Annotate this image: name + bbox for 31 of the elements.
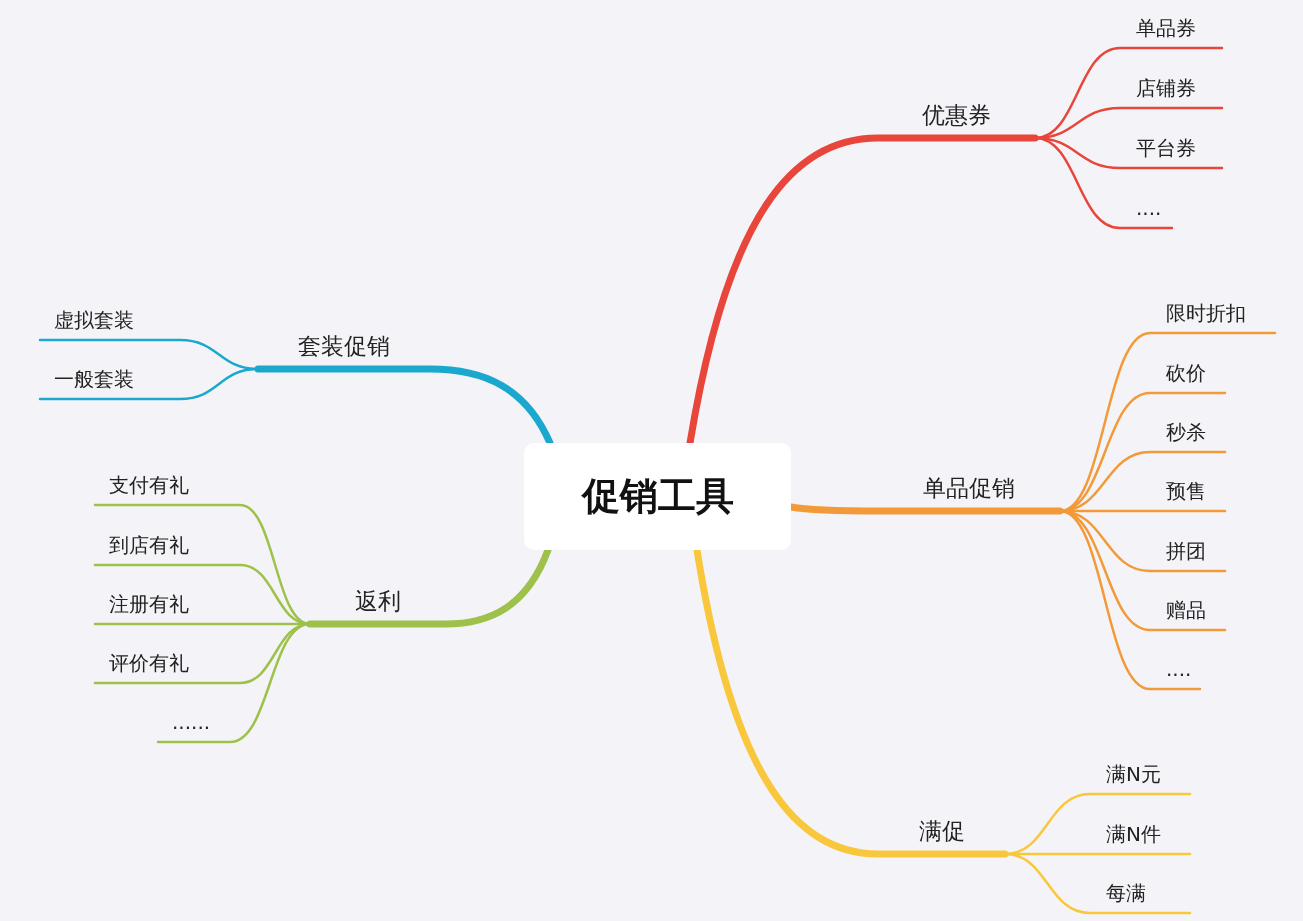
subtopic-label: 店铺券 [1120,68,1222,108]
subtopic-label: 评价有礼 [95,643,240,683]
subtopic-label: 一般套装 [40,359,180,399]
subtopic-label: 到店有礼 [95,525,240,565]
subtopic-label: 注册有礼 [95,584,240,624]
subtopic-label: 秒杀 [1150,412,1225,452]
subtopic-label: 拼团 [1150,531,1225,571]
subtopic-label: 赠品 [1150,590,1225,630]
subtopic-label: 预售 [1150,471,1225,511]
subtopic-label: 满N件 [1090,814,1190,854]
subtopic-label: 满N元 [1090,754,1190,794]
subtopic-label: 砍价 [1150,353,1225,393]
branch-line [1033,136,1174,230]
subtopic-label: 支付有礼 [95,465,240,505]
subtopic-label: 虚拟套装 [40,300,180,340]
subtopic-label: ...... [158,702,230,742]
topic-label: 返利 [310,578,445,624]
branch-line [156,622,312,744]
subtopic-label: .... [1150,649,1200,689]
branch-line [1003,852,1192,915]
subtopic-label: .... [1120,188,1172,228]
subtopic-label: 单品券 [1120,8,1222,48]
topic-label: 优惠券 [878,92,1035,138]
subtopic-label: 每满 [1090,873,1190,913]
subtopic-label: 限时折扣 [1150,293,1275,333]
topic-label: 套装促销 [258,323,430,369]
subtopic-label: 平台券 [1120,128,1222,168]
topic-label: 满促 [878,808,1005,854]
branch-line [38,367,260,401]
central-topic-box: 促销工具 [524,443,791,550]
topic-label: 单品促销 [878,465,1060,511]
